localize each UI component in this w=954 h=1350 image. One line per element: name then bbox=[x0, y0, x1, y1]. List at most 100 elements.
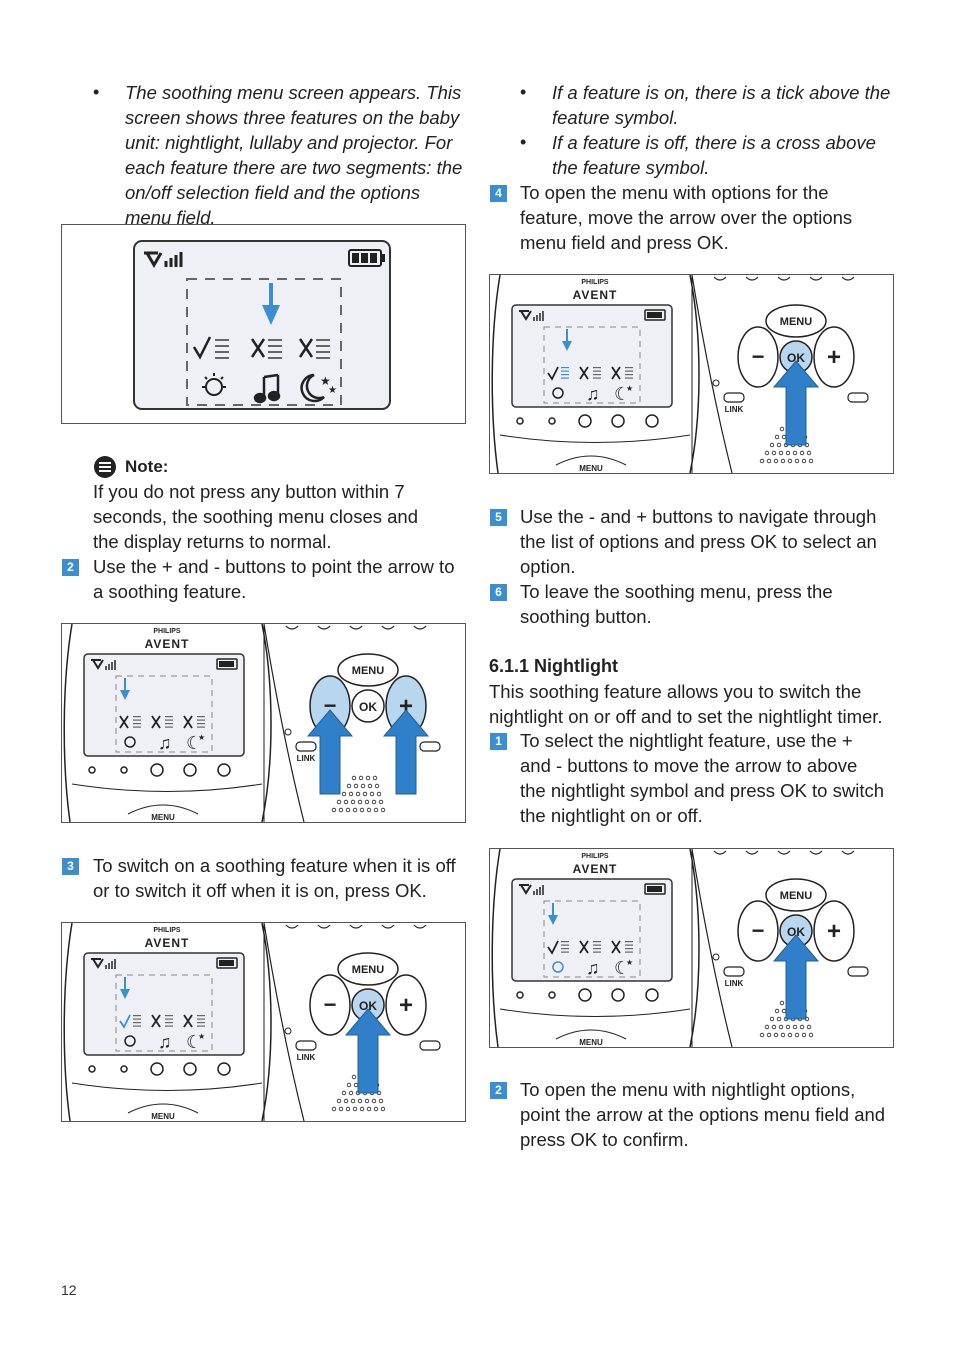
menu-label-bottom: MENU bbox=[579, 1038, 603, 1047]
speaker-dot bbox=[345, 1106, 351, 1112]
cross-icon bbox=[298, 338, 314, 358]
speaker-dot bbox=[808, 1032, 814, 1038]
unit-button bbox=[88, 766, 96, 774]
plus-label: + bbox=[827, 918, 841, 945]
unit-button bbox=[645, 988, 659, 1002]
speaker-dot bbox=[781, 434, 787, 440]
speaker-dot bbox=[779, 1000, 785, 1006]
battery-button bbox=[419, 1040, 441, 1051]
speaker-dot bbox=[781, 1008, 787, 1014]
speaker-dot bbox=[778, 450, 784, 456]
speaker-dot bbox=[380, 807, 386, 813]
options-line bbox=[133, 723, 141, 725]
unit-outline bbox=[63, 624, 272, 822]
cross-icon bbox=[119, 715, 129, 729]
options-line bbox=[197, 719, 205, 721]
link-button bbox=[723, 966, 745, 977]
speaker-dot bbox=[774, 434, 780, 440]
speaker-dot bbox=[766, 1032, 772, 1038]
speaker-dot bbox=[355, 791, 361, 797]
note-title: Note: bbox=[125, 457, 169, 476]
options-line bbox=[165, 716, 173, 718]
speaker-dot bbox=[776, 442, 782, 448]
options-line bbox=[165, 1015, 173, 1017]
speaker-dot bbox=[766, 458, 772, 464]
unit-button bbox=[516, 991, 524, 999]
step-text: To leave the soothing menu, press the so… bbox=[520, 581, 833, 627]
led-dot bbox=[284, 1027, 292, 1035]
speaker-dot bbox=[792, 450, 798, 456]
cross-icon bbox=[151, 1014, 161, 1028]
options-line bbox=[197, 1018, 205, 1020]
options-line bbox=[165, 719, 173, 721]
soothing-frame bbox=[543, 326, 641, 404]
options-line bbox=[625, 948, 633, 950]
cross-icon bbox=[611, 940, 621, 954]
speaker-dot bbox=[806, 1024, 812, 1030]
options-line bbox=[625, 944, 633, 946]
menu-button bbox=[765, 304, 827, 338]
top-arc bbox=[381, 625, 395, 630]
menu-label-bottom: MENU bbox=[151, 813, 175, 822]
speaker-dot bbox=[345, 807, 351, 813]
tick-icon bbox=[192, 336, 212, 360]
menu-label: MENU bbox=[352, 665, 384, 677]
options-line bbox=[625, 941, 633, 943]
speaker-dot bbox=[773, 458, 779, 464]
top-arc bbox=[285, 924, 299, 929]
top-arc bbox=[317, 924, 331, 929]
speaker-dot bbox=[778, 1024, 784, 1030]
step-text: Use the - and + buttons to navigate thro… bbox=[520, 506, 877, 577]
options-line bbox=[593, 370, 601, 372]
music-note-icon: ♫ bbox=[586, 384, 600, 404]
baby-outline bbox=[691, 849, 733, 1047]
speaker-dot bbox=[338, 807, 344, 813]
menu-button bbox=[337, 952, 399, 986]
blue-arrow bbox=[772, 360, 820, 446]
options-line bbox=[133, 1015, 141, 1017]
link-button bbox=[723, 392, 745, 403]
link-label: LINK bbox=[725, 979, 744, 988]
speaker-dot bbox=[352, 807, 358, 813]
speaker-dot bbox=[771, 1024, 777, 1030]
speaker-dot bbox=[359, 1106, 365, 1112]
battery-icon bbox=[216, 957, 238, 969]
top-arc bbox=[349, 625, 363, 630]
unit-button bbox=[120, 766, 128, 774]
signal-icon bbox=[91, 659, 104, 670]
speaker-dot bbox=[785, 1024, 791, 1030]
options-line bbox=[561, 370, 569, 372]
cross-icon bbox=[183, 1014, 193, 1028]
speaker-dot bbox=[331, 1106, 337, 1112]
blue-arrow bbox=[772, 934, 820, 1020]
unit-button bbox=[183, 763, 197, 777]
tick-icon bbox=[547, 366, 559, 381]
baby-outline bbox=[691, 275, 733, 473]
minus-label: − bbox=[324, 693, 337, 718]
minus-button bbox=[309, 974, 351, 1036]
step-number: 1 bbox=[490, 733, 507, 750]
options-line bbox=[561, 941, 569, 943]
speaker-dot bbox=[769, 442, 775, 448]
arrow-down-icon bbox=[124, 977, 126, 989]
speaker-dot bbox=[779, 426, 785, 432]
unit-outline bbox=[491, 849, 700, 1047]
speaker-dot bbox=[785, 450, 791, 456]
speaker-dot bbox=[787, 458, 793, 464]
music-note-icon bbox=[253, 373, 281, 404]
speaker-dot bbox=[362, 791, 368, 797]
bullet-text: If a feature is off, there is a cross ab… bbox=[552, 132, 876, 178]
speaker-dot bbox=[369, 791, 375, 797]
moon-stars-icon: ☾ bbox=[614, 958, 630, 978]
soothing-frame bbox=[115, 974, 213, 1052]
battery-button bbox=[847, 392, 869, 403]
link-label: LINK bbox=[725, 405, 744, 414]
avent-logo: AVENT bbox=[573, 288, 618, 302]
options-line bbox=[165, 726, 173, 728]
step-number: 3 bbox=[62, 858, 79, 875]
star-icon: ★ bbox=[198, 1032, 205, 1041]
speaker-dot bbox=[341, 1090, 347, 1096]
speaker-dot bbox=[357, 799, 363, 805]
speaker-dot bbox=[771, 450, 777, 456]
